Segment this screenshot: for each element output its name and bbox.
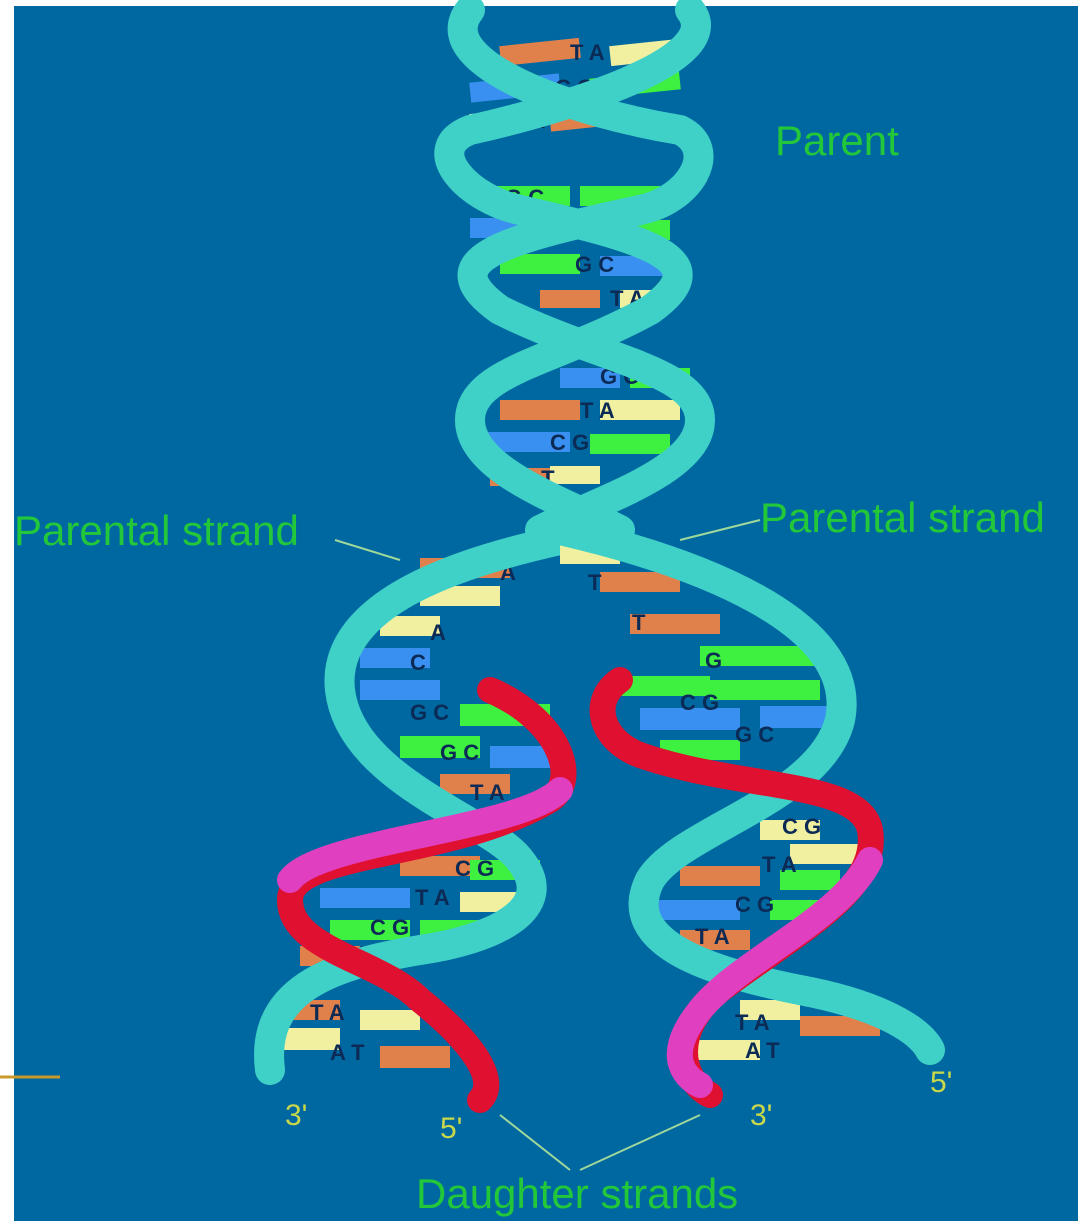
svg-text:G C: G C (410, 700, 449, 725)
svg-text:T A: T A (695, 924, 730, 949)
label-parental-strand-right: Parental strand (760, 494, 1045, 541)
parent-helix: T A C G A T G C C G G C T A G C T A C G … (449, 10, 700, 530)
svg-text:T: T (632, 610, 646, 635)
svg-text:C: C (410, 650, 426, 675)
svg-text:T A: T A (580, 398, 615, 423)
svg-text:T A: T A (735, 1010, 770, 1035)
svg-text:A T: A T (745, 1038, 780, 1063)
label-parent: Parent (775, 117, 899, 164)
label-end-5-left: 5' (440, 1112, 462, 1145)
svg-text:G: G (705, 648, 722, 673)
svg-text:T A: T A (310, 1000, 345, 1025)
svg-text:C G: C G (455, 856, 494, 881)
label-parental-strand-left: Parental strand (14, 507, 299, 554)
svg-text:T A: T A (470, 780, 505, 805)
label-daughter-strands: Daughter strands (416, 1170, 738, 1217)
svg-text:T: T (588, 570, 602, 595)
label-end-3-right: 3' (750, 1099, 772, 1132)
svg-text:A: A (430, 620, 446, 645)
label-end-5-right: 5' (930, 1066, 952, 1099)
svg-text:T A: T A (570, 40, 605, 65)
svg-text:G C: G C (575, 252, 614, 277)
svg-text:C G: C G (680, 690, 719, 715)
svg-text:G C: G C (735, 722, 774, 747)
svg-text:G C: G C (440, 740, 479, 765)
svg-text:C G: C G (735, 892, 774, 917)
svg-text:C G: C G (550, 430, 589, 455)
svg-text:C G: C G (782, 814, 821, 839)
svg-text:T A: T A (762, 852, 797, 877)
svg-text:C G: C G (370, 915, 409, 940)
label-end-3-left: 3' (285, 1099, 307, 1132)
svg-text:A T: A T (330, 1040, 365, 1065)
svg-text:T A: T A (415, 885, 450, 910)
